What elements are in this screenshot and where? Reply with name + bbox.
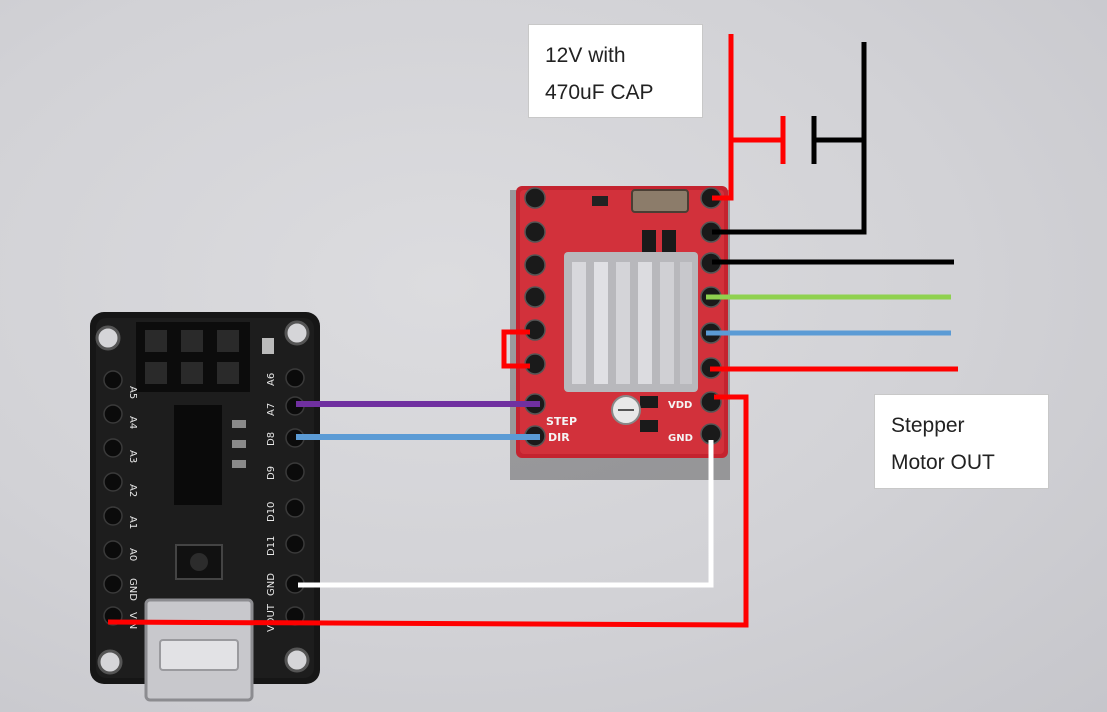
label-gnd-driver: GND — [668, 433, 693, 444]
motor-output-wires — [706, 259, 958, 372]
label-a6: A6 — [266, 373, 277, 386]
label-a0: A0 — [127, 548, 138, 561]
label-a1: A1 — [127, 516, 138, 529]
power-supply-note: 12V with 470uF CAP — [528, 24, 703, 118]
motor-note-line-1: Stepper — [891, 414, 965, 437]
label-gnd-right: GND — [266, 573, 277, 596]
label-step: STEP — [546, 415, 577, 428]
motor-output-note: Stepper Motor OUT — [874, 394, 1049, 489]
power-supply-wires — [712, 34, 867, 235]
logic-vdd-wire — [107, 394, 749, 628]
microcontroller-chip — [174, 405, 222, 505]
microcontroller-board: A5 A4 A3 A2 A1 A0 GND VIN A6 A7 D8 D9 D1… — [90, 312, 320, 702]
usb-port — [144, 598, 254, 702]
label-d11: D11 — [266, 536, 277, 556]
power-positive-wire — [712, 34, 734, 201]
label-a7: A7 — [266, 403, 277, 416]
power-ground-wire — [712, 42, 867, 235]
label-d8: D8 — [266, 432, 277, 446]
left-pin-header — [103, 370, 123, 626]
label-vout: VOUT — [266, 603, 277, 632]
label-a2: A2 — [127, 484, 138, 497]
motor-note-line-2: Motor OUT — [891, 451, 995, 474]
icsp-header — [136, 322, 250, 392]
heatsink — [564, 252, 698, 392]
label-vdd: VDD — [668, 400, 692, 411]
label-d9: D9 — [266, 466, 277, 480]
label-d10: D10 — [266, 502, 277, 522]
label-a5: A5 — [127, 386, 138, 399]
signal-wires — [107, 394, 749, 628]
label-a3: A3 — [127, 450, 138, 463]
label-dir: DIR — [548, 431, 570, 444]
label-gnd-left: GND — [127, 578, 138, 601]
power-note-line-1: 12V with — [545, 44, 626, 67]
jumper-wire — [501, 329, 530, 369]
logic-ground-wire — [298, 440, 714, 588]
label-a4: A4 — [127, 416, 138, 429]
power-note-line-2: 470uF CAP — [545, 81, 654, 104]
